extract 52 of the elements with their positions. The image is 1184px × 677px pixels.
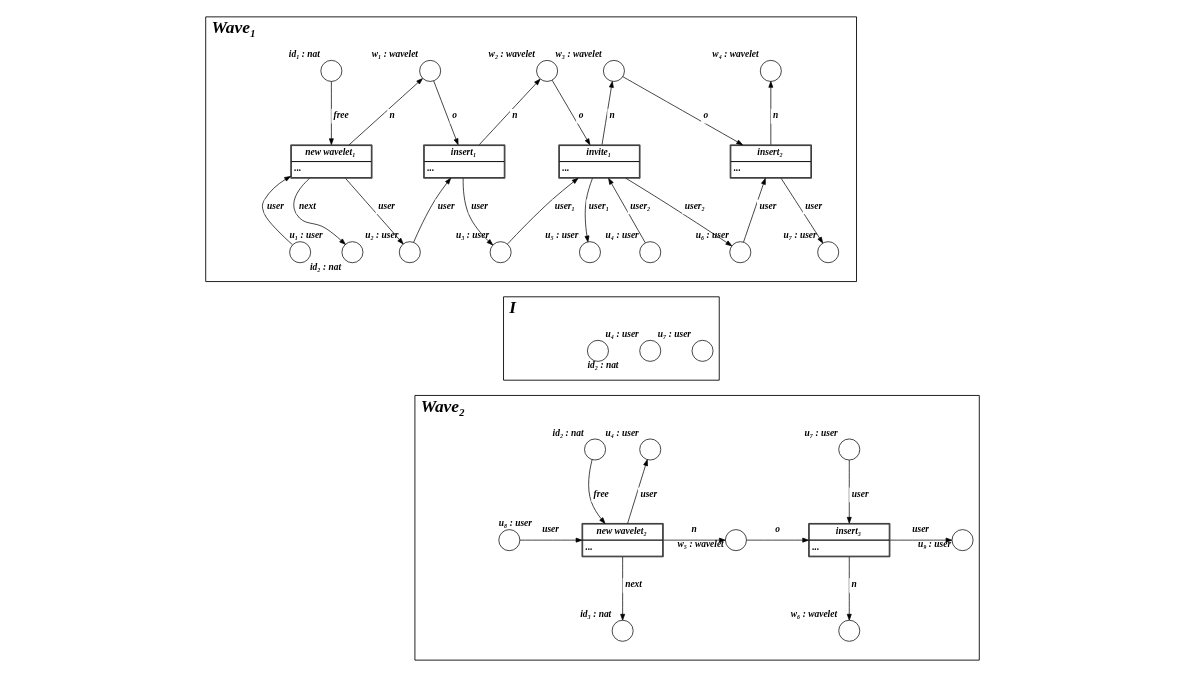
node-label: w₆ : wavelet	[790, 608, 837, 619]
edge-label: user	[639, 488, 657, 499]
edge-label: user	[804, 200, 822, 211]
edge-label: user₂	[629, 200, 650, 211]
edge-label: n	[850, 579, 857, 590]
edge-label: user	[541, 524, 559, 535]
node-label: w₅ : wavelet	[676, 539, 724, 550]
edge-label: o	[578, 109, 583, 120]
edge-label: user	[851, 488, 869, 499]
edge-label: o	[703, 109, 708, 120]
node-label: u₅ : user	[544, 230, 578, 241]
node-label: u₃ : user	[455, 230, 489, 241]
node-label: u₇ : user	[804, 427, 838, 438]
edge-label: user₂	[684, 200, 705, 211]
node-label: id₃ : nat	[579, 608, 611, 619]
node-label: w₃ : wavelet	[554, 49, 602, 60]
edge-label: o	[774, 524, 780, 535]
edge-label: o	[451, 109, 457, 120]
edge-label: n	[609, 109, 615, 120]
node-label: u₁ : user	[289, 230, 323, 241]
node-label: u₄ : user	[605, 328, 639, 339]
edge-label: user	[377, 200, 395, 211]
node-label: u₇ : user	[783, 230, 817, 241]
edge-label: next	[298, 200, 316, 211]
edge-label: user	[759, 200, 776, 211]
edge-label: next	[624, 579, 642, 590]
edge-label: user₁	[588, 200, 609, 211]
node-label: id₂ : nat	[586, 360, 619, 371]
node-label: u₇ : user	[657, 328, 691, 339]
node-label: id₁ : nat	[288, 49, 320, 60]
node-label: u₆ : user	[695, 230, 729, 241]
edge-label: user	[266, 200, 284, 211]
node-label: w₄ : wavelet	[711, 49, 759, 60]
node-label: u₈ : user	[498, 518, 532, 529]
edge-label: free	[333, 109, 349, 120]
edge-label: user	[911, 524, 929, 535]
edge-label: user	[470, 200, 488, 211]
edge-label: n	[690, 524, 697, 535]
node-label: id₂ : nat	[552, 427, 584, 438]
edge-label: user₁	[554, 200, 575, 211]
node-label: u₂ : user	[364, 230, 398, 241]
node-label: w₁ : wavelet	[371, 49, 418, 60]
edge-label: user	[437, 200, 455, 211]
edge-label: n	[388, 109, 395, 120]
node-label: u₄ : user	[605, 230, 639, 241]
node-label: u₉ : user	[917, 539, 951, 550]
edge-label: free	[593, 488, 609, 499]
edge-label: n	[772, 109, 778, 120]
node-label: id₂ : nat	[309, 261, 341, 272]
node-label: u₄ : user	[605, 427, 639, 438]
edge-label: n	[511, 109, 517, 120]
node-label: w₂ : wavelet	[488, 49, 535, 60]
